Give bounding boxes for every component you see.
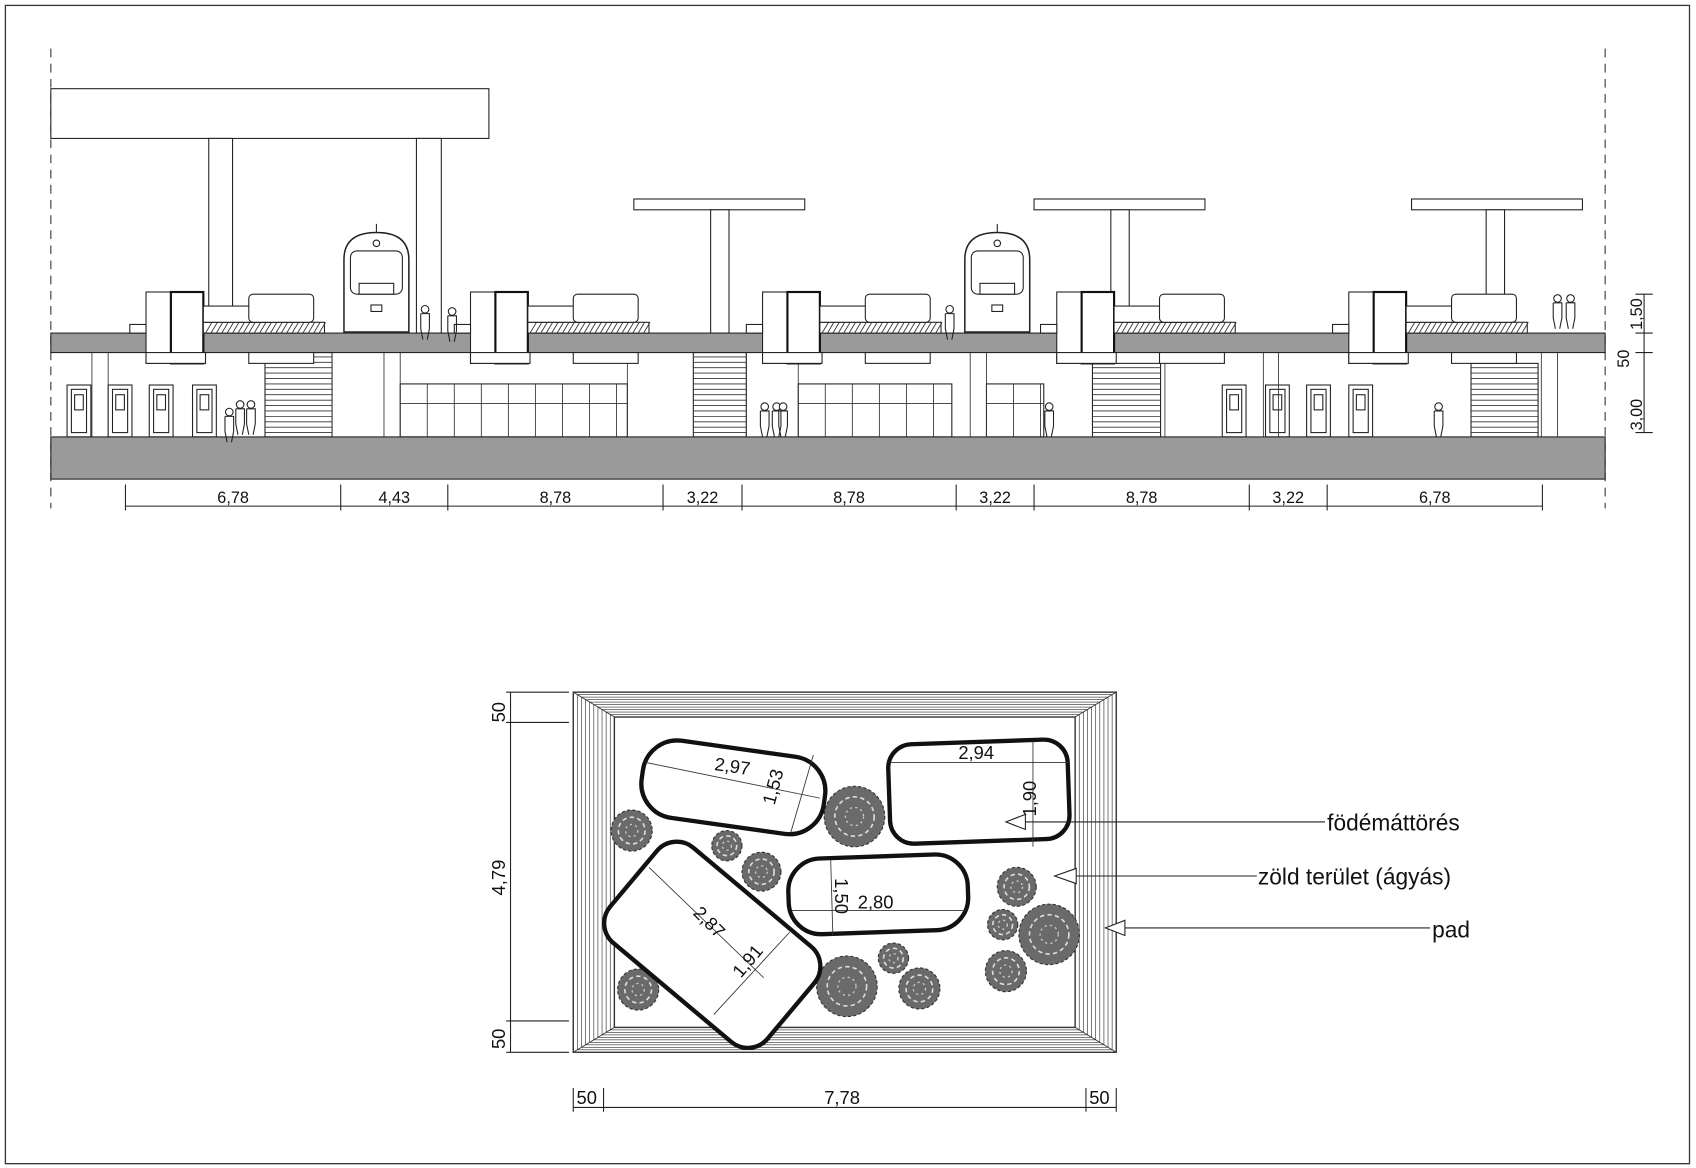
label-bench: pad xyxy=(1432,917,1470,943)
person-figure xyxy=(235,400,245,435)
stair-tower xyxy=(453,290,651,365)
door xyxy=(107,384,133,438)
person-figure xyxy=(1552,294,1563,329)
bench-4: 2,87 1,91 xyxy=(602,839,823,1051)
dim-deck-height: 1,50 xyxy=(1628,298,1646,330)
tree-icon xyxy=(610,809,653,852)
platform-canopy xyxy=(1033,198,1206,334)
person-figure xyxy=(420,304,430,340)
span-dimension-label: 6,78 xyxy=(1419,489,1451,507)
platform-canopy xyxy=(633,198,806,334)
leader-opening: födémáttörés xyxy=(1004,810,1460,836)
stair-hatch xyxy=(1470,362,1539,438)
stair-hatch xyxy=(1091,362,1162,438)
bench-2: 2,94 1,90 xyxy=(886,737,1072,847)
stair-hatch xyxy=(692,352,747,438)
door xyxy=(148,384,174,438)
planter-plan: 2,97 1,53 2,94 1,90 1,50 2,80 2,87 1,91 xyxy=(488,691,1470,1112)
bench-1-length: 2,97 xyxy=(713,753,751,779)
bench-3-width: 1,50 xyxy=(831,878,852,914)
tree-icon xyxy=(823,785,886,848)
ground-slab xyxy=(50,436,1606,480)
door xyxy=(1264,384,1290,438)
dim-plan-height: 4,79 xyxy=(488,860,509,896)
station-section: 6,78 4,43 8,78 3,22 8,78 3,22 8,78 3,22 6,78 1,5… xyxy=(50,48,1653,511)
person-figure xyxy=(1565,294,1576,329)
door xyxy=(191,384,217,438)
stair-hatch xyxy=(264,352,333,438)
span-dimension-label: 3,22 xyxy=(979,489,1011,507)
person-figure xyxy=(1044,402,1055,438)
tree-icon xyxy=(898,967,941,1010)
person-figure xyxy=(447,307,457,342)
bench-2-length: 2,94 xyxy=(958,742,994,763)
person-figure xyxy=(759,402,770,438)
dim-plan-right: 50 xyxy=(1089,1087,1109,1108)
horizontal-dimension-chain: 6,78 4,43 8,78 3,22 8,78 3,22 8,78 3,22 6,78 xyxy=(124,484,1543,511)
label-green-area: zöld terület (ágyás) xyxy=(1258,864,1451,890)
person-figure xyxy=(944,304,955,340)
person-figure xyxy=(224,407,235,443)
door xyxy=(66,384,92,438)
stair-tower xyxy=(1039,290,1237,365)
span-dimension-label: 4,43 xyxy=(378,489,410,507)
leader-green-area: zöld terület (ágyás) xyxy=(1052,864,1451,890)
bench-2-width: 1,90 xyxy=(1019,781,1040,817)
leader-bench: pad xyxy=(1103,917,1470,943)
dim-slab-thickness: 50 xyxy=(1615,350,1633,368)
tree-icon xyxy=(617,968,660,1011)
tree-icon xyxy=(816,955,878,1018)
door xyxy=(1306,384,1331,438)
kiosk xyxy=(1451,293,1517,323)
span-dimension-label: 6,78 xyxy=(217,489,249,507)
bench-3-length: 2,80 xyxy=(858,891,894,912)
bench-1: 2,97 1,53 xyxy=(639,738,828,837)
door xyxy=(1221,384,1247,438)
plan-height-dimensions: 50 4,79 50 xyxy=(488,691,569,1053)
tree-icon xyxy=(996,866,1037,907)
glass-shopfront xyxy=(797,383,953,438)
kiosk xyxy=(572,293,639,323)
tree-icon xyxy=(741,851,782,892)
person-figure xyxy=(1433,402,1444,438)
kiosk xyxy=(864,293,931,323)
vertical-dimension-chain: 1,50 50 3,00 xyxy=(1615,293,1653,434)
tree-icon xyxy=(986,908,1019,941)
kiosk xyxy=(1158,293,1225,323)
span-dimension-label: 8,78 xyxy=(540,489,572,507)
bench-3: 1,50 2,80 xyxy=(786,852,971,937)
plan-width-dimensions: 50 7,78 50 xyxy=(572,1087,1117,1112)
main-canopy xyxy=(50,88,490,334)
person-figure xyxy=(778,402,788,438)
tree-icon xyxy=(711,830,743,862)
span-dimension-label: 8,78 xyxy=(1126,489,1158,507)
stair-tower xyxy=(745,290,943,365)
person-figure xyxy=(771,402,782,438)
tree-icon xyxy=(877,942,910,974)
tree-icon xyxy=(1018,903,1081,966)
span-dimension-label: 3,22 xyxy=(687,489,719,507)
tram-front xyxy=(343,223,410,333)
tram-front xyxy=(964,223,1031,333)
sheet-border xyxy=(4,4,1691,1165)
door xyxy=(1348,384,1374,438)
dim-plan-bottom: 50 xyxy=(488,1029,509,1049)
tree-icon xyxy=(984,950,1028,993)
kiosk xyxy=(248,293,315,323)
green-area-trees xyxy=(610,785,1081,1018)
glass-shopfront xyxy=(985,383,1045,438)
glass-shopfront xyxy=(399,383,628,438)
dim-floor-height: 3,00 xyxy=(1628,399,1646,431)
dim-plan-left: 50 xyxy=(577,1087,597,1108)
stair-tower xyxy=(1332,290,1529,365)
label-opening: födémáttörés xyxy=(1327,810,1460,836)
span-dimension-label: 8,78 xyxy=(833,489,865,507)
stair-tower xyxy=(129,290,326,365)
dim-plan-top: 50 xyxy=(488,702,509,722)
person-figure xyxy=(246,400,256,435)
span-dimension-label: 3,22 xyxy=(1272,489,1304,507)
dim-plan-width: 7,78 xyxy=(824,1087,860,1108)
